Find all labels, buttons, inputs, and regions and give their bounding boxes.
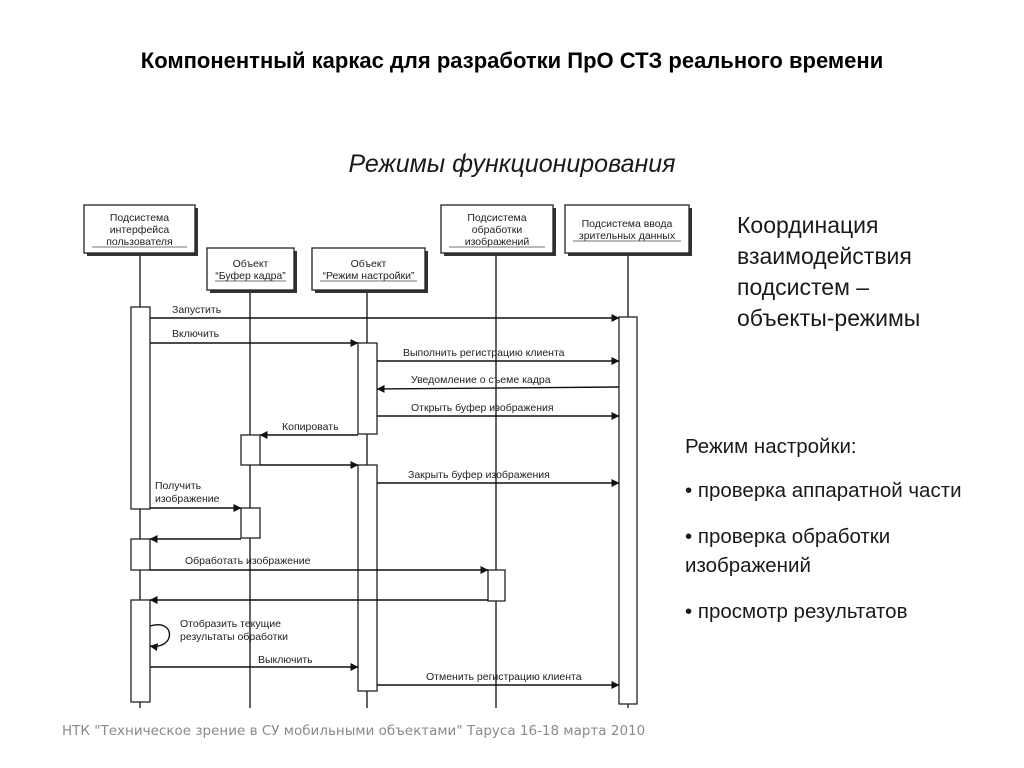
participant-label: зрительных данных [579, 230, 676, 242]
coordination-line: взаимодействия [737, 243, 912, 269]
message-label: Копировать [282, 421, 339, 433]
setup-mode-item: • проверка обработки изображений [685, 525, 891, 577]
message-label: Отобразить текущие [180, 618, 281, 630]
participant-label: интерфейса [110, 224, 170, 236]
message-label: Обработать изображение [185, 555, 311, 567]
participant-label: Объект [233, 258, 269, 270]
message-label: Уведомление о съеме кадра [411, 374, 551, 386]
message-label: Включить [172, 328, 220, 340]
participant-box [440, 204, 554, 254]
footer-text: НТК "Техническое зрение в СУ мобильными … [62, 723, 646, 739]
coordination-line: объекты-режимы [737, 305, 921, 331]
participant-box [311, 247, 426, 291]
message-label: Выключить [258, 654, 313, 666]
setup-mode-title: Режим настройки: [685, 435, 857, 458]
setup-mode-block: Режим настройки: • проверка аппаратной ч… [685, 432, 1005, 643]
participant-box [564, 204, 690, 254]
coordination-line: Координация [737, 212, 879, 238]
participant-label: изображений [465, 236, 530, 248]
slide-subtitle: Режимы функционирования [348, 150, 676, 178]
participant-label: “Режим настройки” [323, 270, 415, 282]
activation-bar [240, 434, 261, 466]
participant-label: Подсистема [110, 212, 169, 224]
participant-label: Подсистема ввода [582, 218, 673, 230]
setup-mode-item: • проверка аппаратной части [685, 479, 962, 502]
participant-box [206, 247, 295, 291]
message-label: изображение [155, 493, 220, 505]
message-label: результаты обработки [180, 631, 288, 643]
message-label: Выполнить регистрацию клиента [403, 347, 565, 359]
message-label: Открыть буфер изображения [411, 402, 554, 414]
participant-box [83, 204, 196, 254]
message-label: Получить [155, 480, 202, 492]
slide-title: Компонентный каркас для разработки ПрО С… [140, 48, 884, 73]
coordination-line: подсистем – [737, 274, 870, 300]
activation-bar [130, 538, 151, 571]
coordination-heading: Координация взаимодействия подсистем – о… [737, 210, 1007, 334]
self-message-arrow [149, 624, 171, 652]
participant-label: Подсистема [467, 212, 526, 224]
setup-mode-item: • просмотр результатов [685, 600, 908, 623]
activation-bar [357, 464, 378, 692]
message-label: Закрыть буфер изображения [408, 469, 550, 481]
activation-bar [130, 306, 151, 510]
activation-bar [240, 507, 261, 539]
message-label: Запустить [172, 304, 222, 316]
participant-label: “Буфер кадра” [215, 270, 286, 282]
message-label: Отменить регистрацию клиента [426, 671, 582, 683]
participant-label: обработки [472, 224, 523, 236]
message-arrow [376, 384, 620, 393]
activation-bar [130, 599, 151, 703]
participant-label: Объект [351, 258, 387, 270]
activation-bar [618, 316, 638, 705]
activation-bar [357, 342, 378, 435]
activation-bar [487, 569, 506, 602]
participant-label: пользователя [106, 236, 173, 248]
